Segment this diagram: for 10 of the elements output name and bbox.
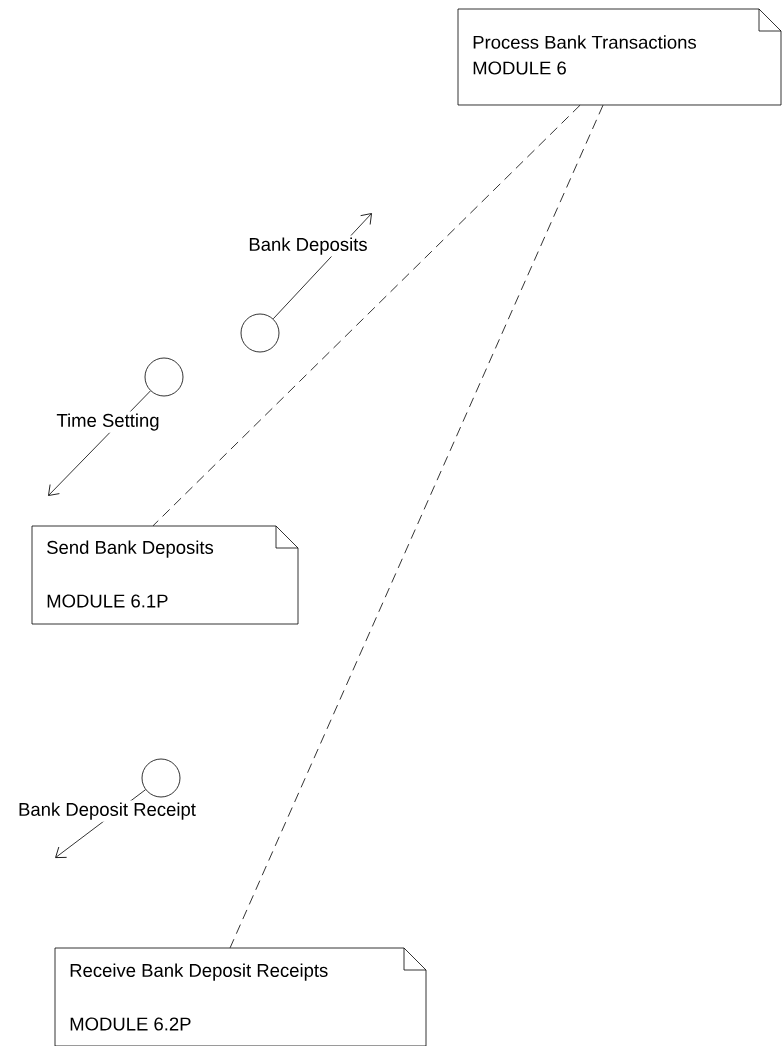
data-couple-circle	[141, 758, 181, 798]
module-box: Send Bank Deposits MODULE 6.1P	[31, 525, 299, 625]
data-couple-circle	[240, 313, 280, 353]
data-couple-label: Bank Deposit Receipt	[16, 800, 198, 822]
data-couple-label: Bank Deposits	[246, 235, 370, 257]
module-box: Receive Bank Deposit Receipts MODULE 6.2P	[54, 947, 427, 1046]
data-couple-circle	[144, 357, 184, 397]
data-couple-label: Time Setting	[54, 411, 162, 433]
module-box: Process Bank Transactions MODULE 6	[457, 8, 782, 106]
structure-connector	[152, 104, 581, 527]
